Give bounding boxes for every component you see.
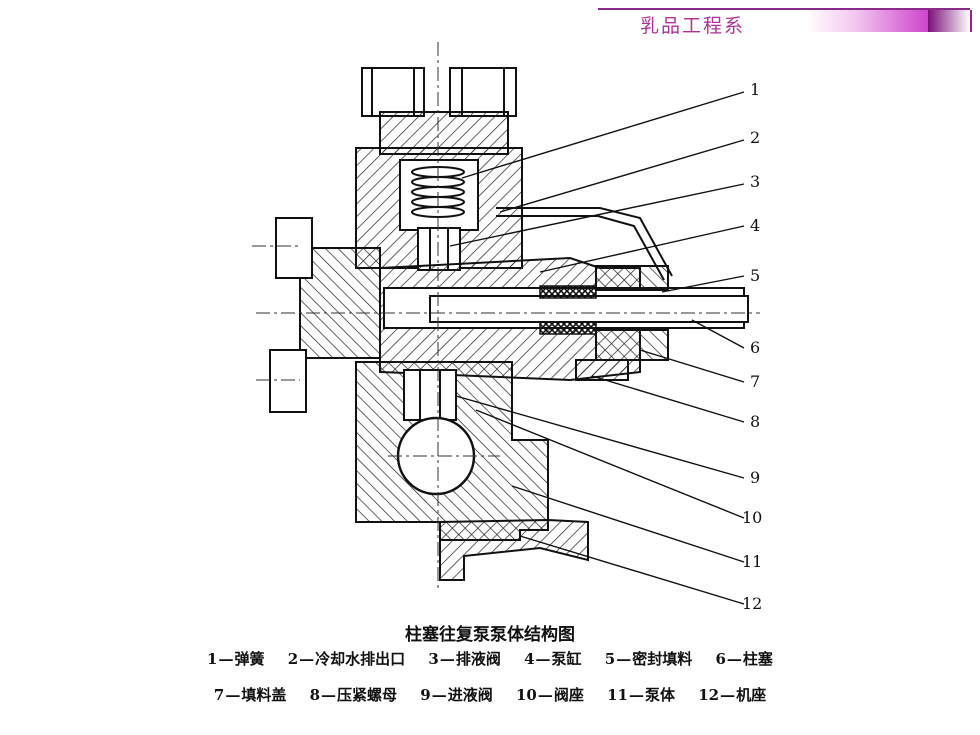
legend-row-1: 1—弹簧 2—冷却水排出口 3—排液阀 4—泵缸 5—密封填料 6—柱塞	[0, 648, 980, 669]
callout-12: 12	[742, 594, 763, 613]
header-decoration	[928, 10, 970, 32]
packing-bottom	[539, 321, 597, 335]
top-bolts	[361, 67, 517, 117]
legend-item-9: 9—进液阀	[420, 686, 493, 704]
legend-item-5: 5—密封填料	[604, 650, 693, 668]
legend-item-8: 8—压紧螺母	[309, 686, 398, 704]
cooling-pipe	[496, 207, 673, 277]
legend-item-6: 6—柱塞	[715, 650, 773, 668]
callout-1: 1	[750, 80, 761, 99]
callout-7: 7	[750, 372, 761, 391]
inlet-valve	[403, 369, 457, 421]
legend-item-11: 11—泵体	[607, 686, 675, 704]
legend-item-4: 4—泵缸	[524, 650, 582, 668]
callout-2: 2	[750, 128, 761, 147]
machine-base	[439, 518, 589, 581]
centerlines	[252, 42, 760, 590]
side-bolts	[269, 217, 313, 413]
legend-item-3: 3—排液阀	[428, 650, 501, 668]
callout-3: 3	[750, 172, 761, 191]
legend-item-1: 1—弹簧	[207, 650, 265, 668]
gland-top	[595, 265, 669, 291]
legend-item-12: 12—机座	[698, 686, 767, 704]
callout-4: 4	[750, 216, 761, 235]
figure-caption-title: 柱塞往复泵泵体结构图	[405, 625, 575, 645]
plunger	[429, 295, 749, 323]
callout-5: 5	[750, 266, 761, 285]
legend-row-2: 7—填料盖 8—压紧螺母 9—进液阀 10—阀座 11—泵体 12—机座	[0, 684, 980, 705]
legend-item-10: 10—阀座	[515, 686, 584, 704]
callout-9: 9	[750, 468, 761, 487]
callout-6: 6	[750, 338, 761, 357]
callout-11: 11	[742, 552, 763, 571]
gland-nut	[575, 359, 629, 381]
leader-lines	[449, 91, 745, 605]
callout-8: 8	[750, 412, 761, 431]
header-rule	[598, 8, 970, 10]
header-title: 乳品工程系	[640, 15, 746, 37]
callout-10: 10	[742, 508, 763, 527]
packing-top	[539, 285, 597, 299]
legend-item-7: 7—填料盖	[213, 686, 287, 704]
legend-item-2: 2—冷却水排出口	[287, 650, 406, 668]
header-banner: 乳品工程系	[598, 4, 980, 37]
inlet-port	[396, 416, 476, 496]
discharge-valve	[417, 227, 461, 271]
